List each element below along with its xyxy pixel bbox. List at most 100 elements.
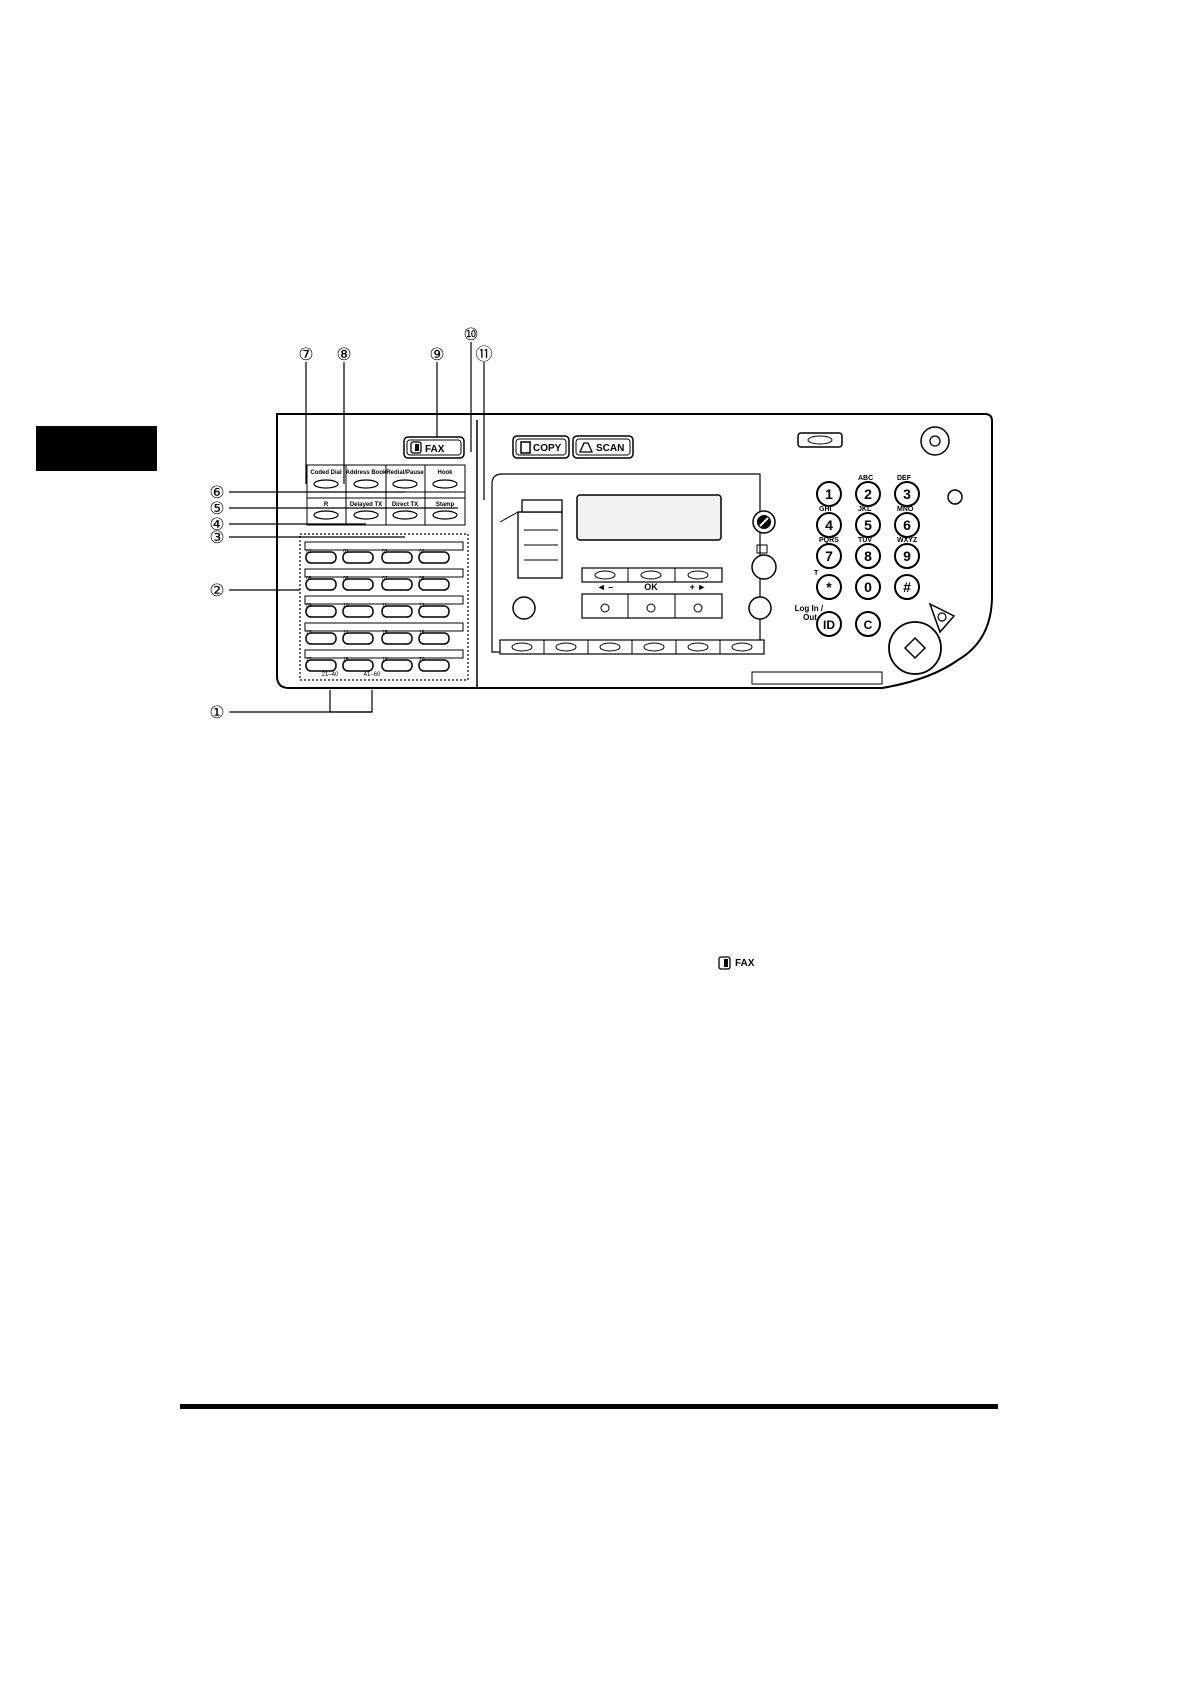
keypad-key-hash[interactable]: # [894,574,920,600]
one-touch-key-05[interactable]: 05 [305,576,337,591]
one-touch-key-number: 04 [419,549,425,555]
fax-key-r[interactable]: R [313,502,339,520]
one-touch-key-shape [381,659,413,672]
system-monitor-button[interactable] [751,544,777,580]
keypad-key-star[interactable]: * [816,574,842,600]
one-touch-key-number: 01 [306,549,312,555]
keypad-key-shape [816,574,842,600]
keypad-letters: PQRS [819,537,839,544]
callout-8: ⑧ [336,345,351,364]
one-touch-key-02[interactable]: 02 [342,549,374,564]
one-touch-key-number: 02 [343,549,349,555]
one-touch-key-shape [342,578,374,591]
scan-mode-button[interactable]: SCAN [572,435,634,459]
one-touch-key-17[interactable]: 17 [305,657,337,672]
one-touch-page-21-40[interactable]: 21–40 [322,672,339,678]
navigation-keys[interactable]: ◄ – OK + ► [581,582,723,619]
fax-key-stamp[interactable]: Stamp [432,502,458,520]
one-touch-key-13[interactable]: 13 [305,630,337,645]
one-touch-key-09[interactable]: 09 [305,603,337,618]
keypad-letters: JKL [858,506,872,513]
callout-4: ④ [209,515,224,534]
one-touch-key-07[interactable]: 07 [381,576,413,591]
one-touch-page-41-60[interactable]: 41–60 [364,672,381,678]
one-touch-key-14[interactable]: 14 [342,630,374,645]
function-key-row[interactable] [499,639,765,655]
one-touch-key-shape [305,605,337,618]
one-touch-key-01[interactable]: 01 [305,549,337,564]
keypad-key-9[interactable]: 9 WXYZ [894,537,920,569]
keypad-letters: WXYZ [897,537,918,544]
one-touch-key-19[interactable]: 19 [381,657,413,672]
one-touch-key-04[interactable]: 04 [418,549,450,564]
keypad-key-label: 3 [903,486,911,502]
start-button[interactable] [888,621,942,675]
callout-9: ⑨ [429,345,444,364]
id-key[interactable]: ID [816,611,842,637]
stop-button[interactable] [928,602,956,634]
fax-mode-button[interactable]: FAX [403,436,465,459]
keypad-key-shape [855,574,881,600]
fax-key-direct-tx[interactable]: Direct TX [392,502,418,520]
one-touch-key-18[interactable]: 18 [342,657,374,672]
density-keys[interactable] [581,567,723,583]
one-touch-key-number: 18 [343,657,349,663]
one-touch-key-number: 13 [306,630,312,636]
right-arrow-label: + ► [690,582,707,592]
energy-saver-button[interactable] [947,489,963,505]
one-touch-key-number: 10 [343,603,349,609]
one-touch-key-number: 12 [419,603,425,609]
reset-button[interactable] [752,510,776,534]
one-touch-label-strip [304,595,464,605]
keypad-key-label: 8 [864,548,872,564]
keypad-key-label: 6 [903,517,911,533]
keypad-key-0[interactable]: 0 [855,574,881,600]
one-touch-key-08[interactable]: 08 [418,576,450,591]
fax-key-label: Hook [438,470,454,476]
power-button[interactable] [920,426,950,456]
one-touch-key-06[interactable]: 06 [342,576,374,591]
inline-fax-label: FAX [735,957,755,969]
one-touch-key-10[interactable]: 10 [342,603,374,618]
fax-icon [718,956,731,970]
fax-key-label: Delayed TX [350,502,382,508]
fax-key-hook[interactable]: Hook [432,470,458,489]
one-touch-key-16[interactable]: 16 [418,630,450,645]
dial-knob-left[interactable] [512,596,536,620]
one-touch-key-12[interactable]: 12 [418,603,450,618]
fax-key-delayed-tx[interactable]: Delayed TX [350,502,382,520]
additional-functions-button[interactable] [797,432,843,448]
clear-key[interactable]: C [855,611,881,637]
fax-key-coded-dial[interactable]: Coded Dial [310,470,342,489]
one-touch-key-number: 20 [419,657,425,663]
one-touch-key-15[interactable]: 15 [381,630,413,645]
one-touch-key-shape [305,551,337,564]
fax-icon [410,441,422,454]
dial-knob-right[interactable] [748,596,772,620]
scan-icon [578,442,594,453]
fax-key-address-book[interactable]: Address Book [346,470,387,489]
clear-key-label: C [864,618,873,632]
display-area: ◄ – OK + ► [491,473,777,655]
one-touch-key-shape [342,551,374,564]
one-touch-key-shape [418,632,450,645]
leader-lines [229,342,485,713]
copy-mode-button[interactable]: COPY [512,435,570,459]
one-touch-key-number: 09 [306,603,312,609]
keypad-key-label: 9 [903,548,911,564]
one-touch-key-03[interactable]: 03 [381,549,413,564]
fax-key-label: Direct TX [392,502,418,508]
one-touch-key-11[interactable]: 11 [381,603,413,618]
keypad-key-1[interactable]: 1 [816,481,842,507]
one-touch-key-20[interactable]: 20 [418,657,450,672]
fax-key-redial-pause[interactable]: Redial/Pause [386,470,424,489]
